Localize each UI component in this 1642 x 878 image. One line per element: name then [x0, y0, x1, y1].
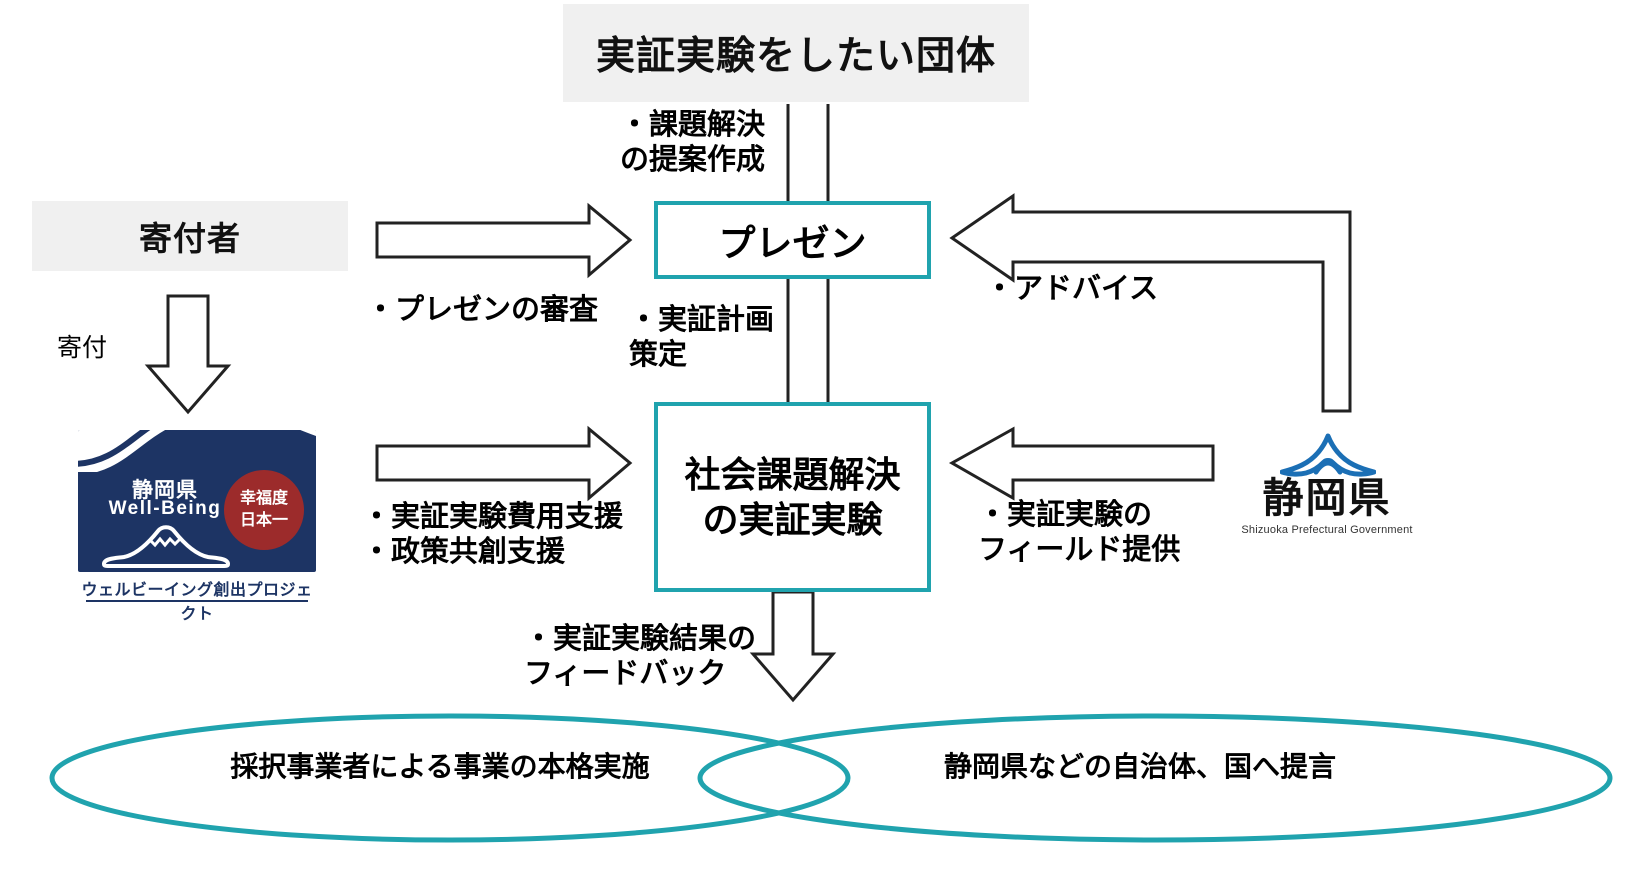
- outcome-label-left: 採択事業者による事業の本格実施: [230, 751, 650, 782]
- shizuoka-prefecture-name: 静岡県: [1262, 475, 1392, 521]
- wave-icon: [78, 430, 316, 472]
- shizuoka-prefecture-subtitle: Shizuoka Prefectural Government: [1241, 524, 1413, 536]
- header-target-group: 実証実験をしたい団体: [563, 4, 1029, 102]
- wellbeing-prefecture-text: 静岡県: [132, 479, 198, 502]
- header-donor: 寄付者: [32, 201, 348, 271]
- wellbeing-logo-rule: [86, 600, 308, 602]
- arrow-feedback-down: [749, 590, 837, 703]
- wellbeing-logo-plate: 静岡県 Well-Being 幸福度 日本一: [78, 430, 316, 572]
- mount-fuji-icon: [102, 525, 230, 568]
- happiness-badge: 幸福度 日本一: [224, 470, 304, 550]
- node-experiment: 社会課題解決 の実証実験: [654, 402, 931, 592]
- node-presentation: プレゼン: [654, 201, 931, 279]
- arrow-screening-right: [375, 202, 633, 279]
- wellbeing-english-text: Well-Being: [108, 498, 222, 519]
- wellbeing-logo-caption: ウェルビーイング創出プロジェクト: [81, 582, 313, 623]
- label-screening: ・プレゼンの審査: [366, 294, 599, 326]
- label-plan: ・実証計画 策定: [629, 304, 775, 372]
- wellbeing-project-logo: 静岡県 Well-Being 幸福度 日本一 ウェルビーイング創出プロジェクト: [78, 430, 316, 623]
- label-donation: 寄付: [57, 334, 108, 362]
- label-proposal: ・課題解決 の提案作成: [620, 109, 766, 177]
- arrow-field-left: [948, 426, 1215, 501]
- label-feedback: ・実証実験結果の フィードバック: [524, 623, 757, 691]
- shizuoka-prefecture-logo: 静岡県 Shizuoka Prefectural Government: [1238, 432, 1416, 547]
- label-field: ・実証実験の フィールド提供: [978, 499, 1181, 567]
- arrow-donation-down: [144, 294, 232, 415]
- outcome-label-right: 静岡県などの自治体、国へ提言: [943, 751, 1336, 782]
- label-funding: ・実証実験費用支援 ・政策共創支援: [362, 501, 624, 569]
- shizuoka-fuji-mark-icon: [1280, 433, 1376, 477]
- badge-line-2: 日本一: [239, 512, 288, 529]
- badge-line-1: 幸福度: [239, 490, 288, 508]
- label-advice: ・アドバイス: [985, 273, 1159, 305]
- arrow-funding-right: [375, 425, 633, 502]
